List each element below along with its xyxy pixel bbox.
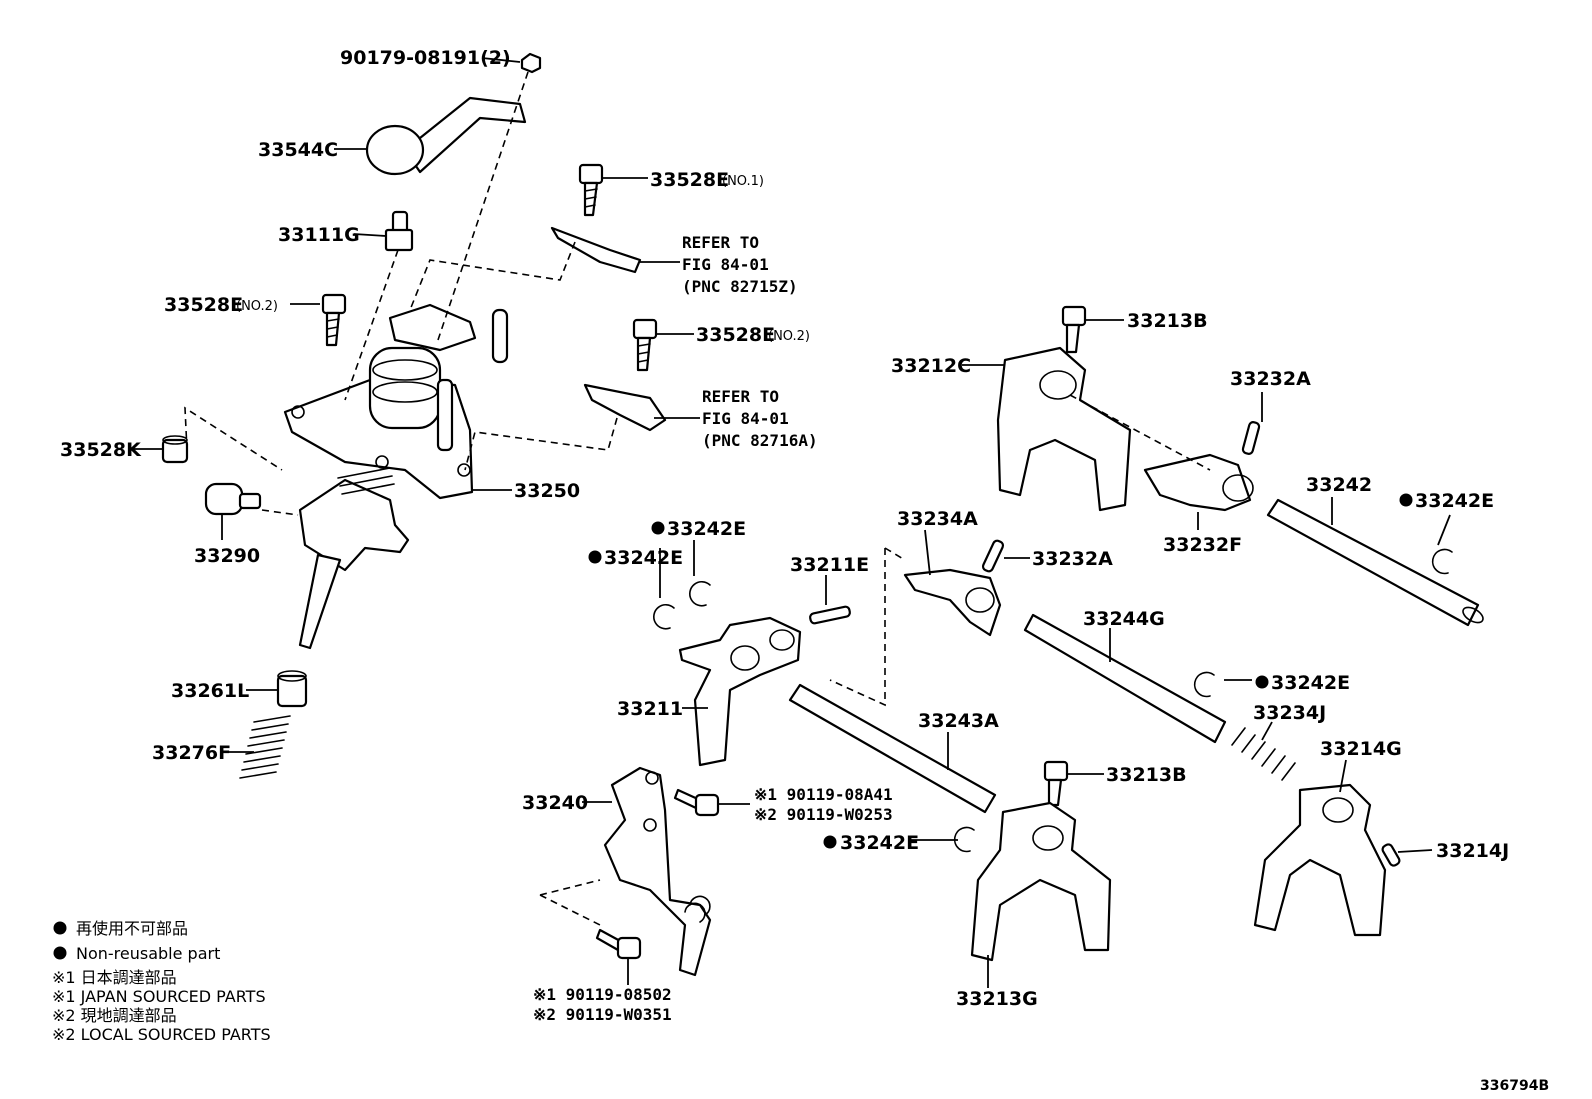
- lever-33544c-drawing: [365, 96, 527, 176]
- refer-1-line3: (PNC 82715Z): [682, 277, 798, 296]
- housing-33250-drawing: [283, 303, 509, 500]
- plug-33111g-drawing: [384, 210, 414, 252]
- bolt-33528e-no2-left-drawing: [321, 293, 347, 347]
- sleeve-33261l-drawing: [276, 670, 308, 708]
- inner-shift-lever-drawing: [298, 467, 410, 650]
- non-reusable-markers: [588, 493, 1413, 849]
- label-33111g: 33111G: [278, 224, 360, 246]
- shaft-33243a-drawing: [788, 683, 997, 814]
- e-ring-33242e-a-drawing: [653, 603, 675, 630]
- spring-33234j-drawing: [1231, 727, 1296, 781]
- legend: 再使用不可部品 Non-reusable part ※1 日本調達部品 ※1 J…: [52, 919, 271, 1044]
- label-33213b-top: 33213B: [1127, 310, 1208, 332]
- label-33232a-top: 33232A: [1230, 368, 1311, 390]
- bolt-90119-08502-drawing: [595, 928, 642, 960]
- label-33290: 33290: [194, 545, 260, 567]
- label-90119-w0253: ※2 90119-W0253: [754, 805, 893, 824]
- label-33528e-no2-mid-note: (NO.2): [768, 329, 810, 344]
- pin-33211e-drawing: [809, 605, 851, 625]
- label-90179-08191: 90179-08191(2): [340, 47, 511, 69]
- legend-local-jp: ※2 現地調達部品: [52, 1006, 177, 1025]
- pin-33232a-top-drawing: [1241, 421, 1261, 455]
- label-33544c: 33544C: [258, 139, 338, 161]
- pin-33232a-mid-drawing: [981, 539, 1005, 573]
- shaft-33242-drawing: [1266, 498, 1484, 627]
- label-90119-w0351: ※2 90119-W0351: [533, 1005, 672, 1024]
- assembly-lines: [184, 71, 1211, 926]
- bracket-ref-82715z-drawing: [550, 226, 642, 274]
- e-ring-33242e-d-drawing: [953, 826, 975, 853]
- e-ring-33242e-c-drawing: [1193, 671, 1215, 698]
- bolt-33213b-top-drawing: [1061, 305, 1087, 354]
- label-33234a: 33234A: [897, 508, 978, 530]
- e-ring-33242e-b-drawing: [689, 580, 711, 607]
- label-33211: 33211: [617, 698, 683, 720]
- label-33242e-a: 33242E: [667, 518, 746, 540]
- label-33242e-right: 33242E: [1415, 490, 1494, 512]
- shift-head-33234a-drawing: [903, 568, 1002, 637]
- refer-1-line1: REFER TO: [682, 233, 759, 252]
- label-90119-08502: ※1 90119-08502: [533, 985, 672, 1004]
- legend-japan-en: ※1 JAPAN SOURCED PARTS: [52, 987, 266, 1006]
- label-33243a: 33243A: [918, 710, 999, 732]
- legend-local-en: ※2 LOCAL SOURCED PARTS: [52, 1025, 271, 1044]
- shift-head-33211-drawing: [678, 616, 802, 767]
- label-90119-08a41: ※1 90119-08A41: [754, 785, 893, 804]
- label-33214g: 33214G: [1320, 738, 1402, 760]
- pin-33214j-drawing: [1381, 843, 1401, 867]
- label-33250: 33250: [514, 480, 580, 502]
- spring-33276f-drawing: [239, 715, 291, 779]
- refer-to-notes: REFER TO FIG 84-01 (PNC 82715Z) REFER TO…: [682, 233, 818, 450]
- shaft-33244g-drawing: [1023, 613, 1227, 744]
- label-33214j: 33214J: [1436, 840, 1509, 862]
- label-33276f: 33276F: [152, 742, 231, 764]
- legend-nonreusable-en: Non-reusable part: [76, 944, 220, 963]
- fork-33213g-drawing: [970, 801, 1112, 962]
- bracket-ref-82716a-drawing: [583, 383, 667, 432]
- shift-head-33232f-drawing: [1143, 453, 1254, 512]
- bolt-90119-08a41-drawing: [673, 788, 720, 817]
- refer-2-line3: (PNC 82716A): [702, 431, 818, 450]
- label-33242e-b: 33242E: [604, 547, 683, 569]
- label-33528e-no2-left: 33528E: [164, 294, 243, 316]
- label-33242e-d: 33242E: [840, 832, 919, 854]
- refer-2-line1: REFER TO: [702, 387, 779, 406]
- label-33232a-mid: 33232A: [1032, 548, 1113, 570]
- label-33242e-c: 33242E: [1271, 672, 1350, 694]
- bolt-33528e-no2-mid-drawing: [632, 318, 658, 372]
- bolt-33528e-no1-drawing: [578, 163, 604, 217]
- label-33213g: 33213G: [956, 988, 1038, 1010]
- label-33242: 33242: [1306, 474, 1372, 496]
- refer-2-line2: FIG 84-01: [702, 409, 789, 428]
- label-33240: 33240: [522, 792, 588, 814]
- label-33244g: 33244G: [1083, 608, 1165, 630]
- label-33232f: 33232F: [1163, 534, 1242, 556]
- refer-1-line2: FIG 84-01: [682, 255, 769, 274]
- fork-33214g-drawing: [1253, 783, 1387, 937]
- label-33212c: 33212C: [891, 355, 971, 377]
- figure-code: 336794B: [1480, 1078, 1549, 1094]
- legend-nonreusable-jp: 再使用不可部品: [76, 919, 188, 938]
- label-33528e-no2-left-note: (NO.2): [236, 299, 278, 314]
- fork-33212c-drawing: [996, 346, 1132, 512]
- label-33211e: 33211E: [790, 554, 869, 576]
- leader-lines: [134, 57, 1451, 988]
- bolt-33213b-bottom-drawing: [1043, 760, 1069, 807]
- label-33261l: 33261L: [171, 680, 249, 702]
- lever-33240-drawing: [603, 766, 712, 977]
- nut-90179-drawing: [520, 52, 542, 74]
- e-ring-33242e-right-drawing: [1431, 548, 1453, 575]
- part-labels: 90179-08191(2) 33544C 33528E (NO.1) 3311…: [60, 47, 1509, 1024]
- label-33213b-bottom: 33213B: [1106, 764, 1187, 786]
- sleeve-33528k-drawing: [161, 435, 189, 464]
- legend-japan-jp: ※1 日本調達部品: [52, 968, 177, 987]
- label-33234j: 33234J: [1253, 702, 1326, 724]
- label-33528e-no2-mid: 33528E: [696, 324, 775, 346]
- label-33528e-no1: 33528E: [650, 169, 729, 191]
- label-33528k: 33528K: [60, 439, 142, 461]
- plug-33290-drawing: [204, 482, 262, 516]
- label-33528e-no1-note: (NO.1): [722, 174, 764, 189]
